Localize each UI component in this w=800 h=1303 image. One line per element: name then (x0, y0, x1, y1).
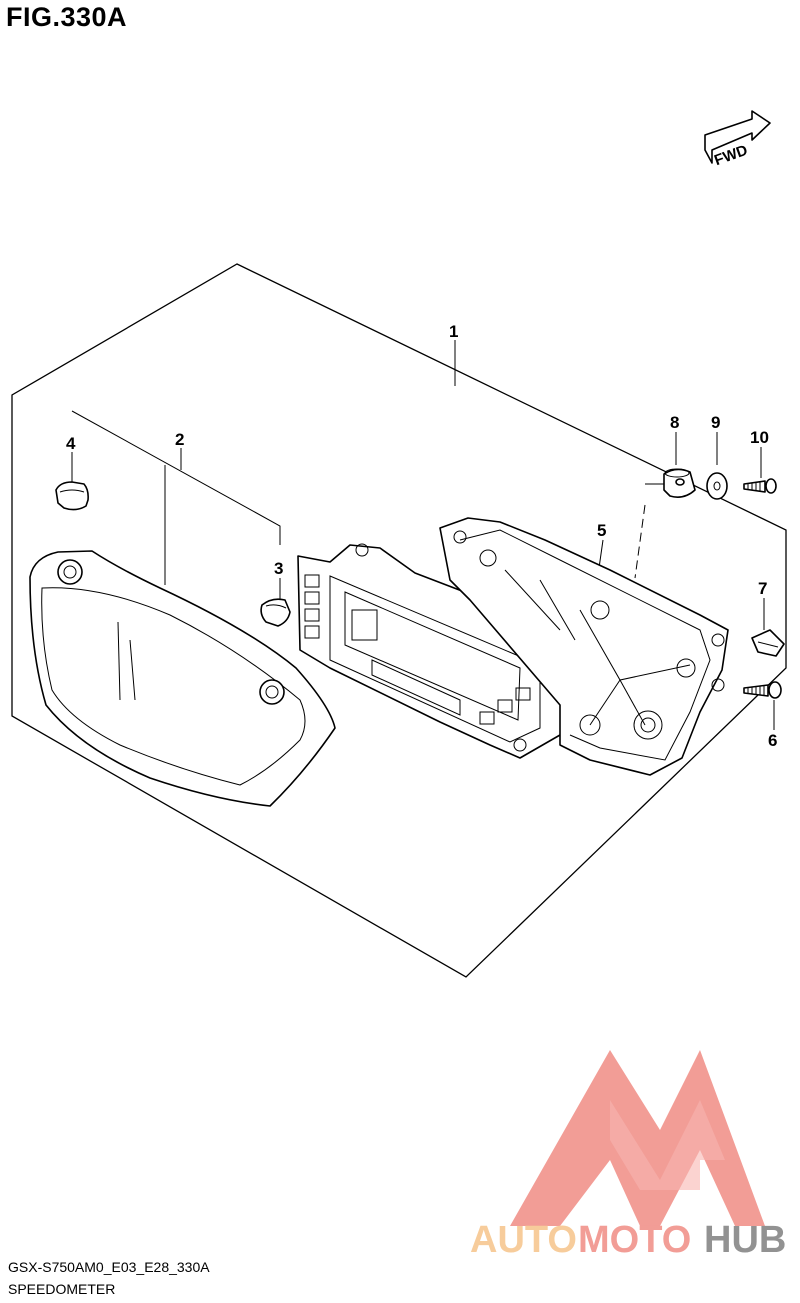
part-7-clip-nut (751, 629, 785, 657)
fwd-arrow-icon: FWD (704, 110, 771, 169)
meter-body (297, 543, 593, 759)
callout-5: 5 (597, 521, 606, 540)
subassembly-box-line (71, 410, 281, 545)
part-3-grommet (260, 598, 291, 627)
callout-7: 7 (758, 579, 767, 598)
part-5-rear-case (439, 517, 729, 776)
part-9-washer (706, 472, 728, 500)
diagram-name: SPEEDOMETER (8, 1281, 116, 1297)
part-6-screw (743, 681, 782, 699)
watermark-logo: AUTO MOTO HUB (470, 1050, 786, 1261)
callout-9: 9 (711, 413, 720, 432)
watermark-hub: HUB (704, 1219, 786, 1261)
leader-8-dashed (634, 504, 646, 579)
diagram-code: GSX-S750AM0_E03_E28_330A (8, 1259, 210, 1275)
figure-title: FIG.330A (6, 2, 128, 32)
assembly-box (11, 263, 787, 978)
callout-8: 8 (670, 413, 679, 432)
part-8-rubber-mount (663, 468, 696, 498)
part-10-screw (743, 478, 777, 494)
watermark-moto: MOTO (578, 1219, 691, 1261)
watermark-auto: AUTO (470, 1219, 577, 1261)
callout-3: 3 (274, 559, 283, 578)
part-2-lens-cover (29, 550, 336, 807)
part-4-cap (55, 481, 89, 511)
callout-4: 4 (66, 434, 76, 453)
callout-6: 6 (768, 731, 777, 750)
callout-10: 10 (750, 428, 769, 447)
callout-1: 1 (449, 322, 458, 341)
callout-2: 2 (175, 430, 184, 449)
